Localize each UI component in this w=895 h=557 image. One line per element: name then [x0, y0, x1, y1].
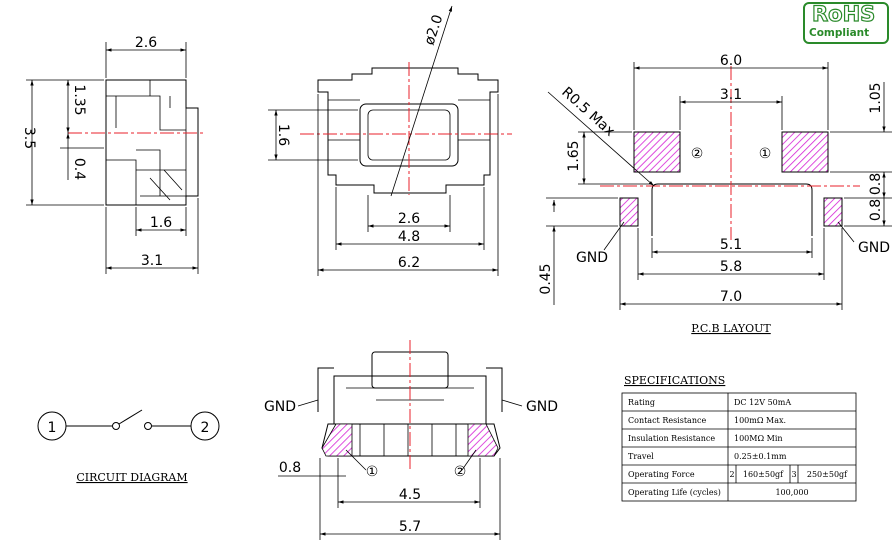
dim-1-05: 1.05 [868, 82, 884, 113]
dim-1-35: 1.35 [71, 84, 87, 115]
pcb-layout-title: P.C.B LAYOUT [691, 322, 771, 335]
dim-diameter-2-0: ø2.0 [422, 13, 447, 47]
dim-1-65: 1.65 [566, 140, 582, 171]
spec-operating-life-label: Operating Life (cycles) [628, 488, 721, 497]
dim-6-2: 6.2 [398, 255, 420, 271]
pcb-layout: 6.0 3.1 1.05 1.65 0.8 0.8 5.1 5.8 7.0 0.… [538, 53, 892, 335]
dim-1-6-top: 1.6 [275, 124, 291, 146]
dim-0-8-front: 0.8 [279, 460, 301, 476]
spec-operating-life-value: 100,000 [775, 488, 808, 497]
spec-contact-resistance-label: Contact Resistance [628, 416, 706, 425]
pcb-gnd-right: GND [858, 240, 890, 256]
spec-travel-value: 0.25±0.1mm [734, 452, 787, 461]
front-pin-1: ① [366, 464, 379, 480]
spec-operating-force-val2: 250±50gf [807, 470, 848, 479]
dim-3-1-pcb: 3.1 [720, 87, 742, 103]
dim-5-1: 5.1 [720, 237, 742, 253]
spec-operating-force-opt2: 3 [791, 470, 796, 479]
circuit-node-2: 2 [201, 420, 210, 436]
specifications-title: SPECIFICATIONS [624, 374, 725, 387]
rohs-logo [803, 2, 889, 44]
spec-travel-label: Travel [628, 452, 654, 461]
dim-0-8-lower: 0.8 [868, 199, 884, 221]
dim-5-8: 5.8 [720, 259, 742, 275]
dim-4-8: 4.8 [398, 229, 420, 245]
dim-0-45: 0.45 [538, 263, 554, 294]
dim-7-0: 7.0 [720, 289, 742, 305]
circuit-diagram-title: CIRCUIT DIAGRAM [76, 471, 187, 484]
pcb-gnd-pad-left [619, 197, 639, 227]
pcb-gnd-left: GND [576, 250, 608, 266]
pad-label-2: ② [691, 146, 704, 162]
spec-insulation-resistance-value: 100MΩ Min [734, 434, 783, 443]
dim-3-5: 3.5 [21, 127, 37, 149]
dim-2-6: 2.6 [135, 35, 157, 51]
front-gnd-left: GND [264, 399, 296, 415]
circuit-diagram: 1 2 CIRCUIT DIAGRAM [37, 409, 220, 484]
spec-operating-force-opt1: 2 [729, 470, 734, 479]
dim-0-8-upper: 0.8 [868, 173, 884, 195]
spec-rating-label: Rating [628, 398, 655, 407]
spec-contact-resistance-value: 100mΩ Max. [734, 416, 786, 425]
circuit-node-1: 1 [48, 420, 57, 436]
pcb-gnd-pad-right [823, 197, 843, 227]
spec-operating-force-label: Operating Force [628, 470, 695, 479]
dim-5-7: 5.7 [399, 519, 421, 535]
spec-insulation-resistance-label: Insulation Resistance [628, 434, 715, 443]
dim-3-1: 3.1 [141, 253, 163, 269]
dim-4-5: 4.5 [399, 487, 421, 503]
dim-1-6: 1.6 [150, 215, 172, 231]
rohs-logo-subtitle: Compliant [809, 27, 870, 39]
front-pin-2: ② [454, 464, 467, 480]
side-view: 2.6 3.5 1.35 0.4 1.6 3.1 [21, 35, 206, 274]
dim-0-4: 0.4 [71, 158, 87, 180]
front-view: 0.8 4.5 5.7 GND GND ① ② [264, 340, 558, 540]
spec-rating-value: DC 12V 50mA [734, 398, 791, 407]
dim-2-6-top: 2.6 [398, 211, 420, 227]
dim-6-0: 6.0 [720, 53, 742, 69]
pad-label-1: ① [759, 146, 772, 162]
spec-operating-force-val1: 160±50gf [743, 470, 784, 479]
specifications-table: SPECIFICATIONS Rating DC 12V 50mA Contac… [621, 374, 857, 502]
rohs-logo-title: RoHS [811, 1, 876, 26]
front-gnd-right: GND [526, 399, 558, 415]
pcb-pad-1 [781, 131, 829, 173]
top-view: ø2.0 1.6 2.6 4.8 6.2 [268, 5, 512, 276]
pcb-pad-2 [633, 131, 681, 173]
radius-note: R0.5 Max [558, 84, 617, 140]
